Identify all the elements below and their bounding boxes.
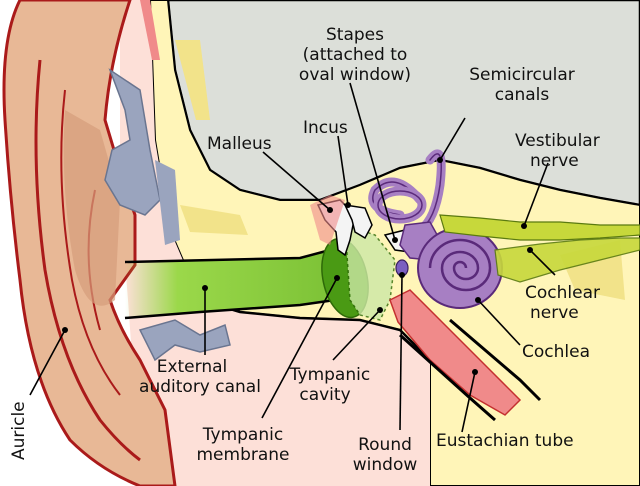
- label-auricle: Auricle: [9, 401, 29, 460]
- label-cochlear-nerve-line1: Cochlear: [525, 283, 600, 303]
- cartilage-lower: [138, 319, 231, 362]
- auricle-fold: [60, 89, 121, 396]
- cochlea-shape: [417, 227, 503, 309]
- label-external-line2: auditory canal: [139, 377, 261, 397]
- cartilage-upper-2: [155, 160, 180, 245]
- label-round-window-line1: Round: [358, 435, 412, 455]
- label-semicircular-line1: Semicircular: [469, 65, 574, 85]
- eustachian-tube-outline: [449, 318, 542, 402]
- label-tympanic-membrane-line2: membrane: [196, 445, 289, 465]
- label-incus: Incus: [303, 118, 348, 138]
- label-vestibular-line2: nerve: [530, 151, 579, 171]
- external-auditory-canal: [125, 250, 335, 318]
- bone-highlight-upper: [175, 40, 210, 120]
- vestibular-nerve-shape: [439, 214, 640, 241]
- label-external-line1: External: [157, 357, 228, 377]
- canal-bottom-edge: [124, 298, 336, 320]
- label-tympanic-cavity-line1: Tympanic: [289, 365, 370, 385]
- label-cochlea: Cochlea: [522, 342, 590, 362]
- label-tympanic-cavity-line2: cavity: [299, 385, 350, 405]
- label-vestibular-line1: Vestibular: [515, 131, 600, 151]
- label-tympanic-membrane-line1: Tympanic: [202, 425, 283, 445]
- label-stapes-line2: (attached to: [303, 45, 408, 65]
- auricle-inner-shade: [63, 110, 120, 306]
- eustachian-tube-shape: [389, 289, 522, 416]
- auricle-rim: [34, 59, 141, 462]
- ossicle-pink-bg: [310, 195, 345, 245]
- tympanic-cavity-shape: [344, 223, 396, 321]
- label-malleus: Malleus: [207, 134, 272, 154]
- vessel-strip: [140, 0, 160, 60]
- canal-top-edge: [124, 248, 331, 264]
- label-cochlear-nerve-line2: nerve: [530, 303, 579, 323]
- label-eustachian: Eustachian tube: [436, 431, 574, 451]
- leader-lines: [29, 82, 556, 433]
- label-round-window-line2: window: [353, 455, 418, 475]
- label-stapes-line1: Stapes: [326, 25, 384, 45]
- head-skin: [120, 0, 430, 486]
- ossicle-incus-shape: [343, 204, 373, 240]
- label-stapes-line3: oval window): [299, 65, 411, 85]
- label-semicircular-line2: canals: [495, 85, 550, 105]
- leader-dots: [62, 157, 533, 375]
- bone-highlight-left: [180, 205, 248, 235]
- cartilage-upper: [104, 68, 161, 216]
